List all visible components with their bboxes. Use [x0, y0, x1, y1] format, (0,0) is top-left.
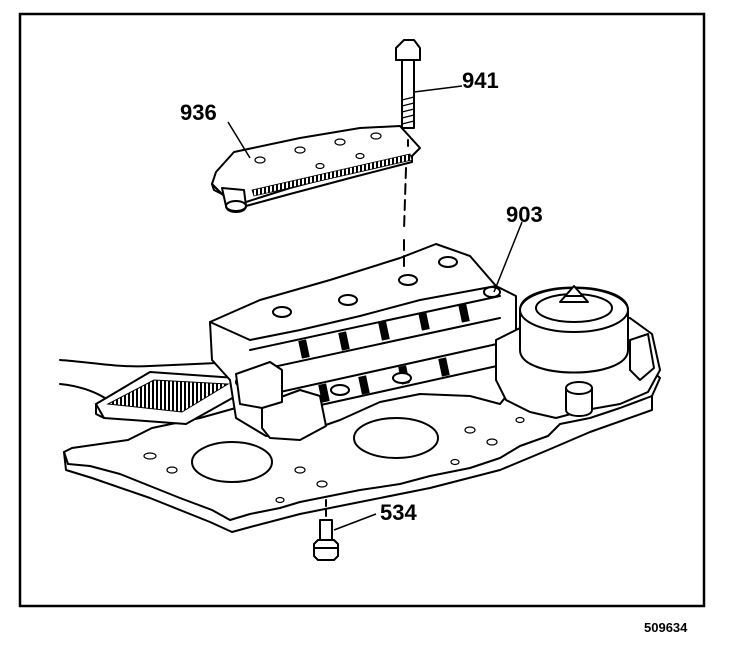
callout-label-936: 936 — [180, 100, 217, 125]
valve-body-903 — [59, 243, 661, 533]
leader-941 — [413, 85, 463, 93]
leader-903 — [493, 221, 523, 293]
spool-lands — [298, 303, 470, 403]
figure-id: 509634 — [644, 620, 688, 635]
callout-label-903: 903 — [506, 202, 543, 227]
callout-label-534: 534 — [380, 500, 417, 525]
bolt-534 — [313, 499, 339, 561]
cover-plate-936 — [211, 125, 421, 213]
callout-label-941: 941 — [462, 68, 499, 93]
leader-534 — [333, 513, 377, 531]
leader-936 — [227, 121, 251, 159]
figure-frame — [18, 12, 706, 608]
accumulator-drum — [519, 285, 629, 374]
bolt-941 — [395, 39, 421, 269]
